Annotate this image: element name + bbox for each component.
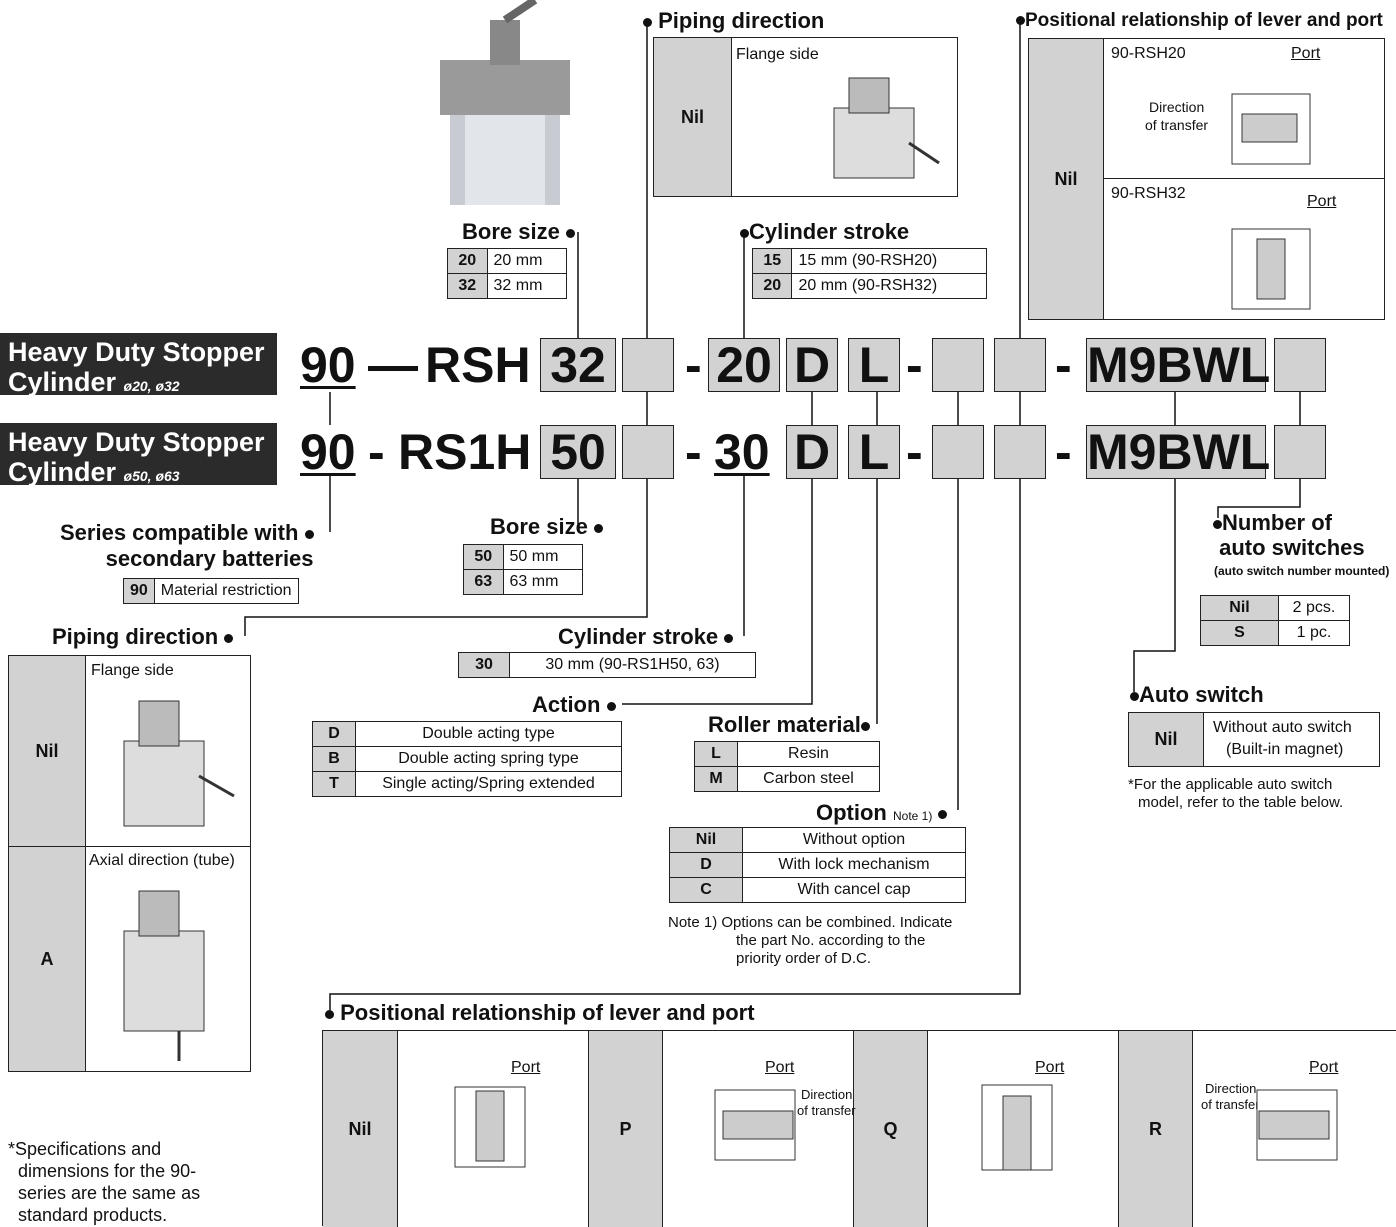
bore-top-title: Bore size <box>462 219 575 245</box>
row1-switch: M9BWL <box>1086 338 1266 392</box>
row2-action: D <box>786 425 838 479</box>
lever-r-drawing <box>1253 1086 1343 1166</box>
row2-dash2: - <box>685 425 702 479</box>
piping-left-title: Piping direction <box>52 624 233 650</box>
row2-dash: - <box>368 425 385 479</box>
row1-dash3: - <box>906 338 923 392</box>
stroke-bottom-title: Cylinder stroke <box>558 624 733 650</box>
option-note: Note 1) Options can be combined. Indicat… <box>668 914 952 968</box>
row2-lever-slot <box>994 425 1046 479</box>
rsh32-port-drawing <box>1227 224 1317 314</box>
roller-title: Roller material <box>708 712 870 738</box>
bore-bottom-title: Bore size <box>490 514 603 540</box>
num-switch-sub: (auto switch number mounted) <box>1214 564 1389 578</box>
footnote: *Specifications and dimensions for the 9… <box>8 1138 200 1226</box>
auto-switch-box: Nil Without auto switch (Built-in magnet… <box>1128 712 1380 767</box>
axial-direction-drawing <box>104 876 244 1066</box>
row2-number-slot <box>1274 425 1326 479</box>
row1-action: D <box>786 338 838 392</box>
lever-bottom-title: Positional relationship of lever and por… <box>325 1000 755 1026</box>
piping-left-box: Nil A Flange side Axial direction (tube) <box>8 655 251 1072</box>
row2-dash4: - <box>1055 425 1072 479</box>
flange-piping-drawing <box>814 68 944 188</box>
cylinder-photo <box>430 0 580 210</box>
row1-piping-slot <box>622 338 674 392</box>
piping-top-title: Piping direction <box>643 8 824 34</box>
lever-bottom-box: Nil P Q R Port Port Port Port Direction … <box>322 1030 1396 1226</box>
row1-prefix: 90 <box>300 338 356 392</box>
row1-stroke: 20 <box>708 338 780 392</box>
lever-top-title: Positional relationship of lever and por… <box>1016 10 1383 32</box>
row2-bore: 50 <box>540 425 616 479</box>
lever-nil-drawing <box>451 1081 531 1176</box>
row2-piping-slot <box>622 425 674 479</box>
row1-dash4: - <box>1055 338 1072 392</box>
row2-switch: M9BWL <box>1086 425 1266 479</box>
option-title: Option Note 1) <box>816 800 947 826</box>
row2-option-slot <box>932 425 984 479</box>
row1-option-slot <box>932 338 984 392</box>
row1-dash2: - <box>685 338 702 392</box>
row2-dash3: - <box>906 425 923 479</box>
row2-prefix: 90 <box>300 425 356 479</box>
row1-dash: — <box>368 338 418 392</box>
lever-top-box: Nil 90-RSH20 Port Direction of transfer … <box>1028 38 1385 320</box>
row1-bore: 32 <box>540 338 616 392</box>
row2-model: RS1H <box>398 425 531 479</box>
row2-stroke: 30 <box>714 425 770 479</box>
row1-model: RSH <box>425 338 531 392</box>
num-switch-title: Number of auto switches <box>1213 510 1365 560</box>
flange-side-drawing <box>104 686 244 836</box>
piping-top-box: Nil Flange side <box>653 37 958 197</box>
lever-q-drawing <box>978 1081 1058 1181</box>
action-title: Action <box>532 692 616 718</box>
row2-roller: L <box>848 425 900 479</box>
auto-switch-note: *For the applicable auto switch model, r… <box>1128 776 1343 812</box>
rsh20-port-drawing <box>1227 89 1317 169</box>
row1-roller: L <box>848 338 900 392</box>
row1-number-slot <box>1274 338 1326 392</box>
auto-switch-title: Auto switch <box>1130 682 1264 708</box>
lever-p-drawing <box>711 1086 801 1166</box>
stroke-top-title: Cylinder stroke <box>740 219 909 245</box>
row1-lever-slot <box>994 338 1046 392</box>
series-title: Series compatible with secondary batteri… <box>60 520 314 572</box>
